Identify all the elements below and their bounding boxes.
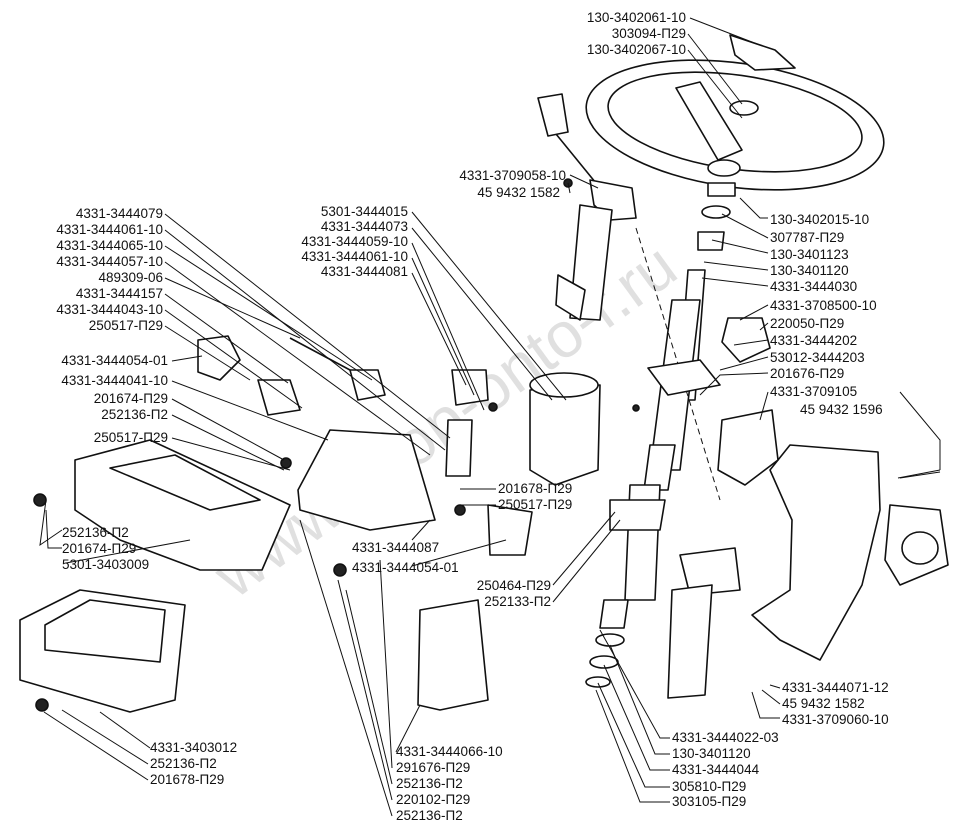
- label: 4331-3444044: [672, 762, 760, 777]
- horn-emblem: [729, 34, 796, 71]
- part-labels: 130-3402061-10 303094-П29 130-3402067-10…: [56, 10, 888, 823]
- label: 252136-П2: [396, 776, 463, 791]
- housing-cover: [417, 599, 489, 711]
- label: 4331-3444071-12: [782, 680, 889, 695]
- label: 201674-П29: [62, 541, 136, 556]
- label: 4331-3444057-10: [56, 254, 163, 269]
- label: 130-3402067-10: [587, 42, 686, 57]
- label: 4331-3444061-10: [56, 222, 163, 237]
- label: 4331-3444059-10: [301, 234, 408, 249]
- label: 250517-П29: [94, 430, 168, 445]
- watermark: www.shop-onto-r.ru: [200, 229, 689, 612]
- label: 220050-П29: [770, 316, 844, 331]
- label: 5301-3403009: [62, 557, 149, 572]
- label: 4331-3444157: [76, 286, 163, 301]
- label: 4331-3444066-10: [396, 744, 503, 759]
- leader-lines: [39, 17, 941, 817]
- label: 201674-П29: [94, 391, 168, 406]
- label: 4331-3444087: [352, 540, 439, 555]
- lower-column: [585, 484, 666, 688]
- tilt-mechanism: [197, 335, 601, 556]
- label: 252136-П2: [396, 808, 463, 823]
- label: 4331-3444065-10: [56, 238, 163, 253]
- label: 4331-3444022-03: [672, 730, 779, 745]
- label: 130-3402015-10: [770, 212, 869, 227]
- column-shroud: [717, 409, 949, 661]
- floor-cover-frame: [19, 589, 186, 713]
- label: 45 9432 1582: [477, 185, 560, 200]
- label: 4331-3444054-01: [352, 560, 459, 575]
- label: 252136-П2: [150, 756, 217, 771]
- label: 250464-П29: [477, 578, 551, 593]
- label: 4331-3444041-10: [61, 373, 168, 388]
- label: 130-3401123: [770, 247, 849, 262]
- label: 4331-3444043-10: [56, 302, 163, 317]
- label: 4331-3444030: [770, 279, 857, 294]
- label: 201678-П29: [498, 481, 572, 496]
- label: 291676-П29: [396, 760, 470, 775]
- label: 220102-П29: [396, 792, 470, 807]
- label: 252136-П2: [62, 525, 129, 540]
- label: 303105-П29: [672, 794, 746, 809]
- label: 4331-3444073: [321, 219, 408, 234]
- label: 4331-3709105: [770, 384, 857, 399]
- label: 307787-П29: [770, 230, 844, 245]
- label: 4331-3709058-10: [459, 168, 566, 183]
- label: 489309-06: [98, 270, 163, 285]
- fasteners: [33, 178, 941, 712]
- label: 130-3401120: [672, 746, 751, 761]
- label: 4331-3403012: [150, 740, 237, 755]
- label: 5301-3444015: [321, 204, 408, 219]
- label: 305810-П29: [672, 779, 746, 794]
- label: 45 9432 1596: [800, 402, 883, 417]
- label: 53012-3444203: [770, 350, 865, 365]
- label: 201676-П29: [770, 366, 844, 381]
- label: 4331-3444081: [321, 264, 408, 279]
- label: 4331-3444079: [76, 206, 163, 221]
- label: 4331-3444054-01: [61, 353, 168, 368]
- label: 4331-3444061-10: [301, 249, 408, 264]
- label: 250517-П29: [89, 318, 163, 333]
- label: 4331-3708500-10: [770, 298, 877, 313]
- label: 303094-П29: [612, 26, 686, 41]
- lower-switch-unit: [667, 547, 741, 699]
- label: 252136-П2: [101, 407, 168, 422]
- label: 4331-3444202: [770, 333, 857, 348]
- label: 252133-П2: [484, 594, 551, 609]
- label: 4331-3709060-10: [782, 712, 889, 727]
- steering-wheel: [585, 59, 885, 197]
- label: 130-3402061-10: [587, 10, 686, 25]
- label: 201678-П29: [150, 772, 224, 787]
- label: 250517-П29: [498, 497, 572, 512]
- label: 130-3401120: [770, 263, 849, 278]
- label: 45 9432 1582: [782, 696, 865, 711]
- upper-bracket: [647, 317, 771, 396]
- lower-cover: [74, 439, 291, 571]
- column-switch-left: [537, 93, 637, 321]
